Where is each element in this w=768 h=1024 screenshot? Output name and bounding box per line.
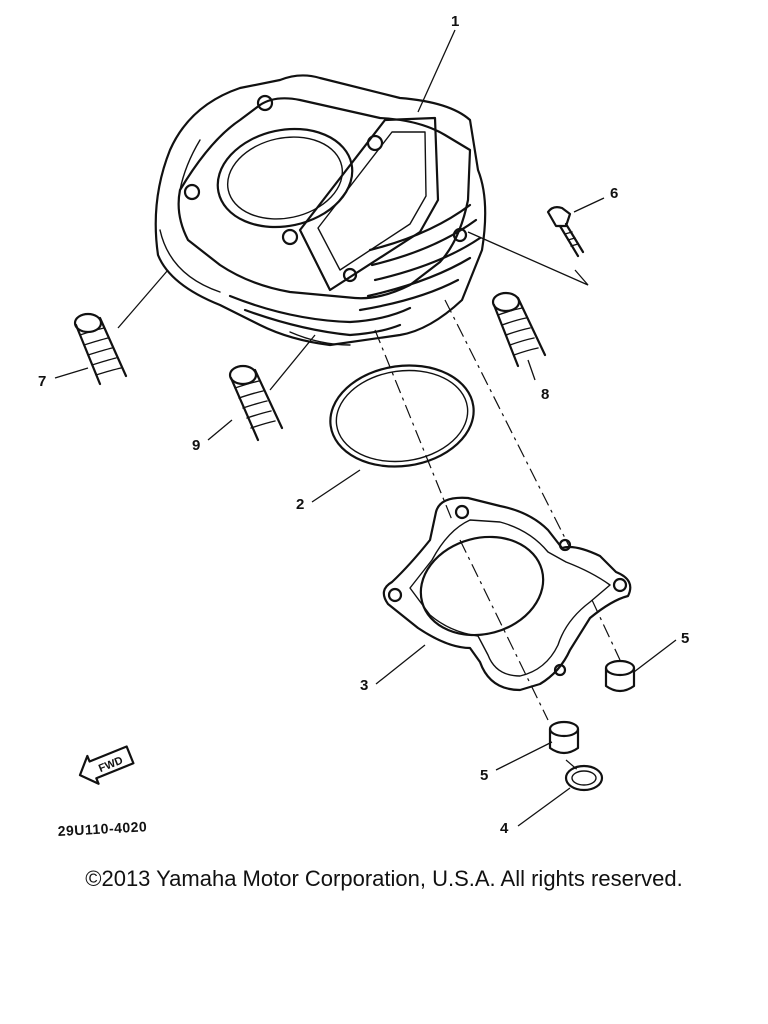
callout-9: 9 <box>192 437 200 454</box>
callout-3: 3 <box>360 677 368 694</box>
alignment-lines <box>374 299 621 773</box>
circlip-part <box>564 764 604 792</box>
callout-8: 8 <box>541 386 549 403</box>
leader-lines <box>54 29 677 827</box>
gasket-part <box>382 496 632 692</box>
dowel-pin-upper <box>604 659 636 693</box>
callout-2: 2 <box>296 496 304 513</box>
callout-5-lower: 5 <box>480 767 488 784</box>
cylinder-part <box>154 74 487 347</box>
callout-labels: 1 2 3 4 5 5 6 7 8 9 <box>38 13 689 837</box>
o-ring-part <box>329 364 475 468</box>
callout-7: 7 <box>38 373 46 390</box>
copyright-notice: ©2013 Yamaha Motor Corporation, U.S.A. A… <box>85 866 683 891</box>
callout-6: 6 <box>610 185 618 202</box>
bolt-part <box>546 206 585 258</box>
callout-1: 1 <box>451 13 459 30</box>
spring-pin-8 <box>491 291 547 368</box>
dowel-pin-lower <box>548 720 580 755</box>
spring-pin-9 <box>228 364 284 442</box>
spring-pin-7 <box>73 312 128 386</box>
forward-arrow-icon: FWD <box>78 745 135 785</box>
exploded-parts-diagram: 1 2 3 4 5 5 6 7 8 9 FWD 29U110-4020 <box>38 13 689 839</box>
callout-4: 4 <box>500 820 509 837</box>
callout-5-upper: 5 <box>681 630 689 647</box>
diagram-code: 29U110-4020 <box>57 818 147 839</box>
